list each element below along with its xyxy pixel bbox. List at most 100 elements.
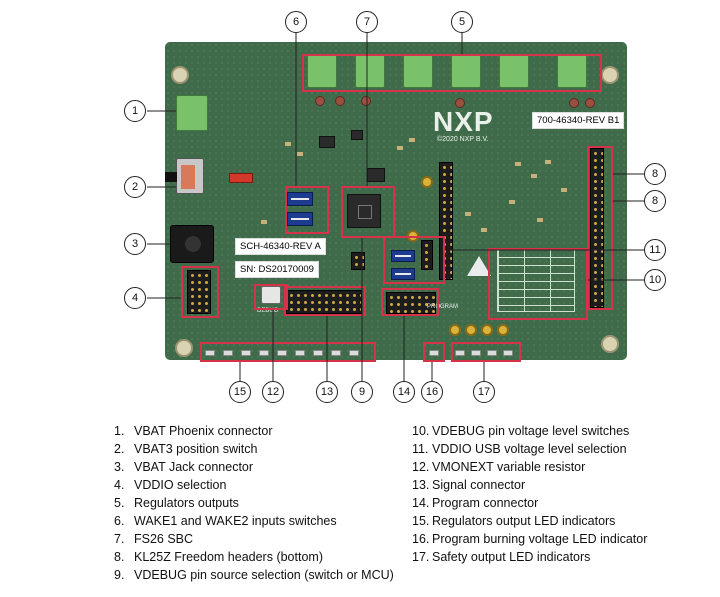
signal-connector: [286, 290, 362, 314]
kl25z-header-left: [439, 162, 453, 280]
vddio-usb-switch-2: [391, 268, 415, 280]
legend-item: 1. VBAT Phoenix connector: [114, 422, 394, 440]
callout-14: 14: [393, 381, 415, 403]
callout-5: 5: [451, 11, 473, 33]
mounting-hole: [171, 66, 189, 84]
capacitor: [497, 324, 509, 336]
legend-number: 17.: [412, 550, 430, 564]
vbat-jack-connector: [170, 225, 214, 263]
legend-number: 8.: [114, 550, 125, 564]
callout-13: 13: [316, 381, 338, 403]
callout-17: 17: [473, 381, 495, 403]
silk-label: DEBUG: [257, 308, 279, 314]
capacitor: [407, 230, 419, 242]
led-indicator: [295, 350, 305, 356]
callout-8-top: 8: [644, 163, 666, 185]
capacitor: [465, 324, 477, 336]
led-indicator: [429, 350, 439, 356]
callout-12: 12: [262, 381, 284, 403]
mounting-hole: [601, 335, 619, 353]
legend-number: 9.: [114, 568, 125, 582]
legend-text: VBAT3 position switch: [134, 442, 258, 456]
mounting-hole: [175, 339, 193, 357]
regulator-output-5: [499, 54, 529, 88]
callout-11: 11: [644, 239, 666, 261]
legend-item: 16.Program burning voltage LED indicator: [412, 530, 647, 548]
nxp-logo: NXP: [433, 106, 494, 137]
legend-number: 13.: [412, 478, 430, 492]
legend-text: VDEBUG pin voltage level switches: [432, 424, 630, 438]
led-indicator: [349, 350, 359, 356]
legend-item: 7. FS26 SBC: [114, 530, 394, 548]
led-indicator: [241, 350, 251, 356]
led-indicator: [471, 350, 481, 356]
callout-3: 3: [124, 233, 146, 255]
legend-item: 14.Program connector: [412, 494, 647, 512]
wake-switch-1: [287, 192, 313, 206]
legend-number: 1.: [114, 424, 125, 438]
vddio-usb-jumper: [421, 240, 433, 270]
red-component: [229, 173, 253, 183]
legend-item: 10.VDEBUG pin voltage level switches: [412, 422, 647, 440]
evaluation-board: PROGRAM DEBUG ©2020 NXP B.V. NXP 700-463…: [165, 42, 627, 360]
schematic-label: SCH-46340-REV A: [235, 238, 326, 255]
legend-number: 11.: [412, 442, 429, 456]
legend-text: FS26 SBC: [134, 532, 194, 546]
legend-item: 6.WAKE1 and WAKE2 inputs switches: [114, 512, 394, 530]
legend-item: 13.Signal connector: [412, 476, 647, 494]
ic-chip: [319, 136, 335, 148]
legend-item: 15.Regulators output LED indicators: [412, 512, 647, 530]
legend-number: 6.: [114, 514, 125, 528]
vddio-usb-switch-1: [391, 250, 415, 262]
legend-text: VDDIO USB voltage level selection: [432, 442, 627, 456]
regulator-output-4: [451, 54, 481, 88]
callout-1: 1: [124, 100, 146, 122]
capacitor: [585, 98, 595, 108]
regulator-output-1: [307, 54, 337, 88]
wake-switch-2: [287, 212, 313, 226]
legend-text: VMONEXT variable resistor: [432, 460, 586, 474]
vddio-selection-header: [187, 270, 211, 314]
legend-text: Program connector: [432, 496, 539, 510]
callout-8-bottom: 8: [644, 190, 666, 212]
legend-number: 7.: [114, 532, 125, 546]
legend-item: 3. VBAT Jack connector: [114, 458, 394, 476]
switch-handle: [165, 172, 177, 182]
legend-number: 14.: [412, 496, 430, 510]
vdebug-level-table: [497, 248, 575, 312]
vbat-phoenix-connector: [176, 95, 208, 131]
legend-text: VDDIO selection: [134, 478, 227, 492]
capacitor: [421, 176, 433, 188]
vbat3-position-switch: [176, 158, 204, 194]
legend-text: Signal connector: [432, 478, 526, 492]
program-connector: [386, 292, 436, 314]
legend-text: VBAT Jack connector: [134, 460, 254, 474]
capacitor: [449, 324, 461, 336]
capacitor: [481, 324, 493, 336]
serial-label: SN: DS20170009: [235, 261, 319, 278]
silk-label: ©2020 NXP B.V.: [437, 136, 489, 143]
legend-item: 4. VDDIO selection: [114, 476, 394, 494]
regulator-output-6: [557, 54, 587, 88]
warning-triangle-icon: [467, 256, 491, 276]
legend-left-column: 1.VBAT Phoenix connector 2.VBAT3 positio…: [114, 422, 394, 584]
legend-text: Regulators outputs: [134, 496, 239, 510]
legend-item: 8.KL25Z Freedom headers (bottom): [114, 548, 394, 566]
capacitor: [361, 96, 371, 106]
ic-chip: [351, 130, 363, 140]
legend-right-column: 10.VDEBUG pin voltage level switches 11.…: [412, 422, 647, 566]
legend-item: 17.Safety output LED indicators: [412, 548, 647, 566]
callout-15: 15: [229, 381, 251, 403]
legend-text: Safety output LED indicators: [432, 550, 591, 564]
callout-16: 16: [421, 381, 443, 403]
led-indicator: [331, 350, 341, 356]
capacitor: [315, 96, 325, 106]
silk-label: PROGRAM: [427, 304, 459, 310]
led-indicator: [205, 350, 215, 356]
vmonext-resistor: [261, 286, 281, 304]
part-number-label: 700-46340-REV B1: [532, 112, 625, 129]
led-indicator: [313, 350, 323, 356]
legend-number: 3.: [114, 460, 125, 474]
legend-number: 4.: [114, 478, 125, 492]
legend-text: VBAT Phoenix connector: [134, 424, 273, 438]
